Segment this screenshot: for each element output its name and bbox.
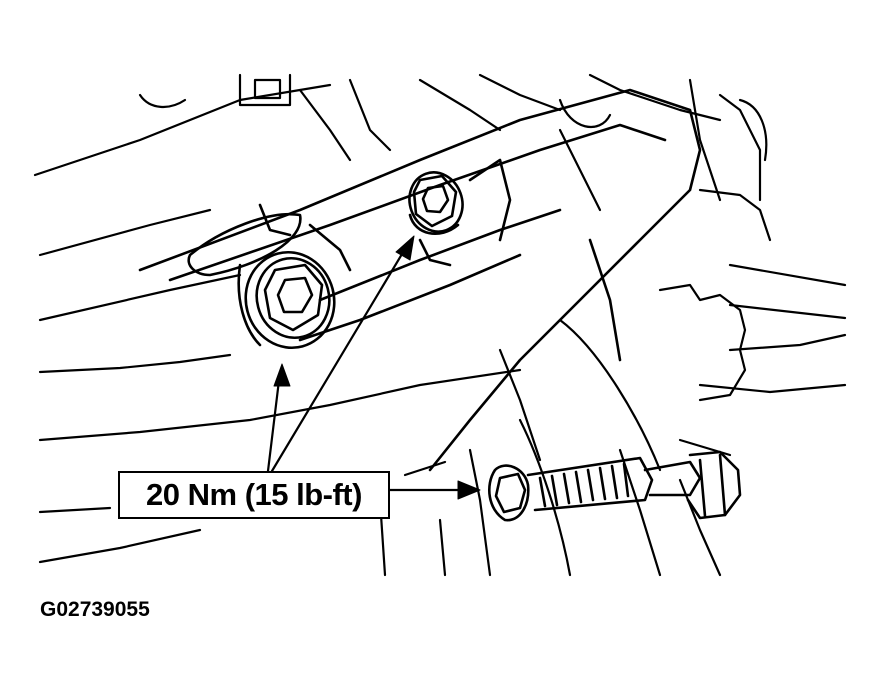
hex-nut-upper bbox=[408, 171, 464, 235]
figure-id: G02739055 bbox=[40, 598, 150, 621]
engine-background-lines bbox=[33, 73, 847, 577]
torque-spec-callout: 20 Nm (15 lb-ft) bbox=[118, 471, 390, 519]
hex-nut-left bbox=[244, 250, 336, 350]
mounting-bracket bbox=[138, 88, 702, 472]
arrow-to-upper-nut bbox=[395, 235, 415, 261]
arrow-to-left-nut bbox=[273, 363, 291, 387]
leader-lines bbox=[266, 242, 464, 492]
arrow-to-bolt bbox=[457, 480, 481, 500]
leader-arrowheads bbox=[273, 235, 481, 500]
bolt bbox=[487, 450, 742, 522]
